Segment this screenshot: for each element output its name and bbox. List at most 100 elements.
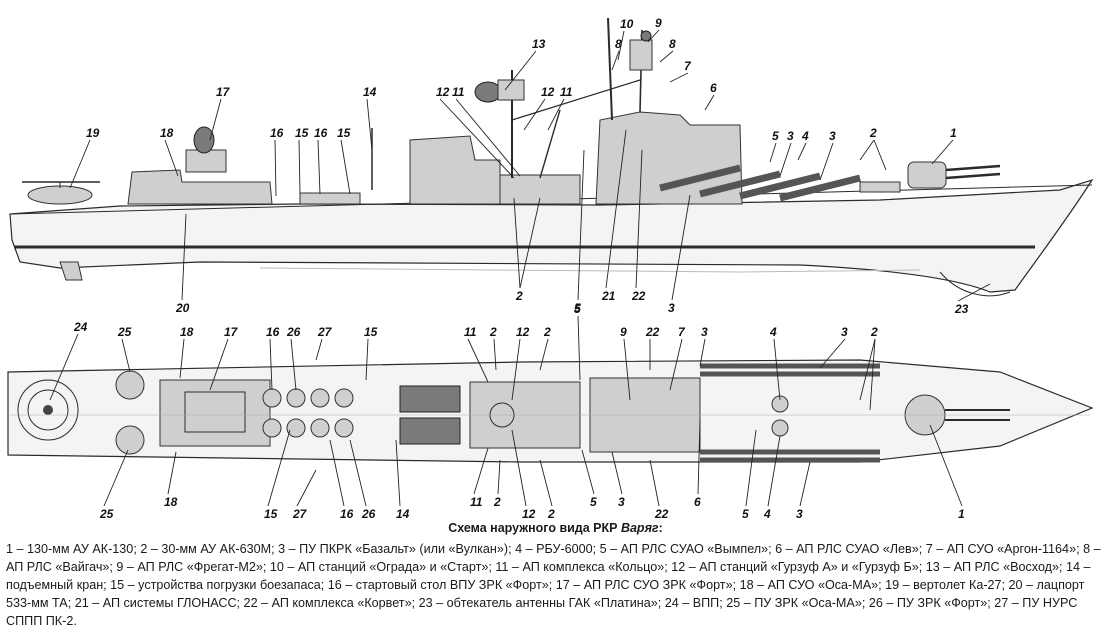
plan-callout: 2	[870, 325, 878, 339]
plan-uptake	[399, 417, 461, 445]
side-callout: 16	[314, 126, 328, 140]
side-callout: 7	[684, 59, 692, 73]
side-callout: 1	[950, 126, 957, 140]
plan-callout: 1	[958, 507, 965, 520]
plan-callout: 27	[317, 325, 333, 339]
side-aft-hangar	[127, 169, 273, 205]
plan-callout: 26	[286, 325, 301, 339]
side-callouts: 19 18 17 16 15 16 15 14 12 11 13 12 11 1…	[86, 16, 969, 316]
plan-osa-launcher	[115, 425, 145, 455]
plan-callout: 6	[694, 495, 701, 509]
plan-callout: 14	[396, 507, 410, 520]
side-callout: 20	[175, 301, 190, 315]
side-main-gun	[907, 161, 1001, 189]
side-rudder	[59, 261, 83, 281]
side-callout: 3	[829, 129, 836, 143]
plan-top-callouts: 24 25 18 17 16 26 27 15 11 2 12 2 5 9 22…	[73, 302, 878, 339]
legend-text: 1 – 130-мм АУ АК-130; 2 – 30-мм АУ АК-63…	[6, 542, 1101, 628]
plan-callout: 26	[361, 507, 376, 520]
plan-callout: 25	[117, 325, 132, 339]
cruiser-schematic: 19 18 17 16 15 16 15 14 12 11 13 12 11 1…	[7, 16, 1094, 520]
plan-osa-launcher	[115, 370, 145, 400]
plan-callout: 15	[264, 507, 278, 520]
plan-callout: 16	[266, 325, 280, 339]
ship-name: Варяг	[620, 521, 659, 535]
side-callout: 3	[668, 301, 675, 315]
plan-callout: 2	[493, 495, 501, 509]
plan-callout: 24	[73, 320, 88, 334]
plan-callout: 4	[769, 325, 777, 339]
plan-missile-tubes	[700, 363, 880, 463]
side-callout: 12	[541, 85, 555, 99]
side-callout: 9	[655, 16, 662, 30]
plan-callout: 18	[164, 495, 178, 509]
side-main-mast	[474, 70, 641, 179]
plan-bottom-callouts: 25 18 15 27 16 26 14 11 2 12 2 5 3 22 6 …	[99, 495, 965, 520]
side-callout: 8	[669, 37, 676, 51]
plan-uptake	[399, 385, 461, 413]
side-callout: 16	[270, 126, 284, 140]
caption-suffix: :	[658, 521, 663, 535]
side-keel-dome	[939, 271, 1011, 297]
side-callout: 17	[216, 85, 231, 99]
plan-callout: 2	[489, 325, 497, 339]
plan-callout: 5	[742, 507, 749, 520]
side-callout: 21	[601, 289, 616, 303]
side-callout: 5	[574, 301, 581, 315]
plan-callout: 11	[464, 325, 477, 339]
side-midships-block	[409, 135, 501, 205]
side-callout: 13	[532, 37, 546, 51]
side-callout: 6	[710, 81, 717, 95]
plan-callout: 12	[522, 507, 536, 520]
side-callout: 19	[86, 126, 100, 140]
plan-callout: 2	[547, 507, 555, 520]
plan-callout: 11	[470, 495, 483, 509]
plan-callout: 5	[574, 302, 581, 316]
side-hull	[9, 178, 1094, 293]
plan-callout: 22	[645, 325, 660, 339]
side-callout: 23	[954, 302, 969, 316]
plan-callout: 18	[180, 325, 194, 339]
side-callout: 8	[615, 37, 622, 51]
side-view	[9, 17, 1094, 297]
plan-view	[7, 359, 1094, 463]
plan-callout: 3	[841, 325, 848, 339]
plan-callout: 12	[516, 325, 530, 339]
plan-callout: 25	[99, 507, 114, 520]
plan-fort-launchers	[262, 388, 354, 438]
helicopter-ka27	[22, 181, 100, 205]
plan-callout: 7	[678, 325, 686, 339]
side-callout: 22	[631, 289, 646, 303]
plan-callout: 5	[590, 495, 597, 509]
side-callout: 11	[452, 85, 465, 99]
plan-callout: 9	[620, 325, 627, 339]
side-fort-radar	[185, 126, 227, 173]
plan-leaders	[49, 315, 963, 507]
side-callout: 14	[363, 85, 377, 99]
side-callout: 3	[787, 129, 794, 143]
diagram-caption: Схема наружного вида РКР Варяг:	[0, 521, 1111, 535]
side-callout: 15	[337, 126, 351, 140]
plan-callout: 17	[224, 325, 239, 339]
plan-callout: 27	[292, 507, 308, 520]
side-leaders	[69, 29, 991, 302]
plan-callout: 3	[701, 325, 708, 339]
side-callout: 2	[515, 289, 523, 303]
side-callout: 2	[869, 126, 877, 140]
caption-prefix: Схема наружного вида РКР	[448, 521, 621, 535]
plan-helipad	[17, 379, 79, 441]
plan-callout: 16	[340, 507, 354, 520]
plan-callout: 2	[543, 325, 551, 339]
side-missile-tubes	[659, 164, 861, 202]
plan-callout: 3	[618, 495, 625, 509]
side-callout: 15	[295, 126, 309, 140]
plan-aft-superstructure	[159, 379, 271, 447]
side-callout: 11	[560, 85, 573, 99]
side-callout: 5	[772, 129, 779, 143]
plan-callout: 22	[654, 507, 669, 520]
plan-callout: 4	[763, 507, 771, 520]
side-callout: 4	[801, 129, 809, 143]
side-callout: 12	[436, 85, 450, 99]
plan-callout: 15	[364, 325, 378, 339]
plan-callout: 3	[796, 507, 803, 520]
